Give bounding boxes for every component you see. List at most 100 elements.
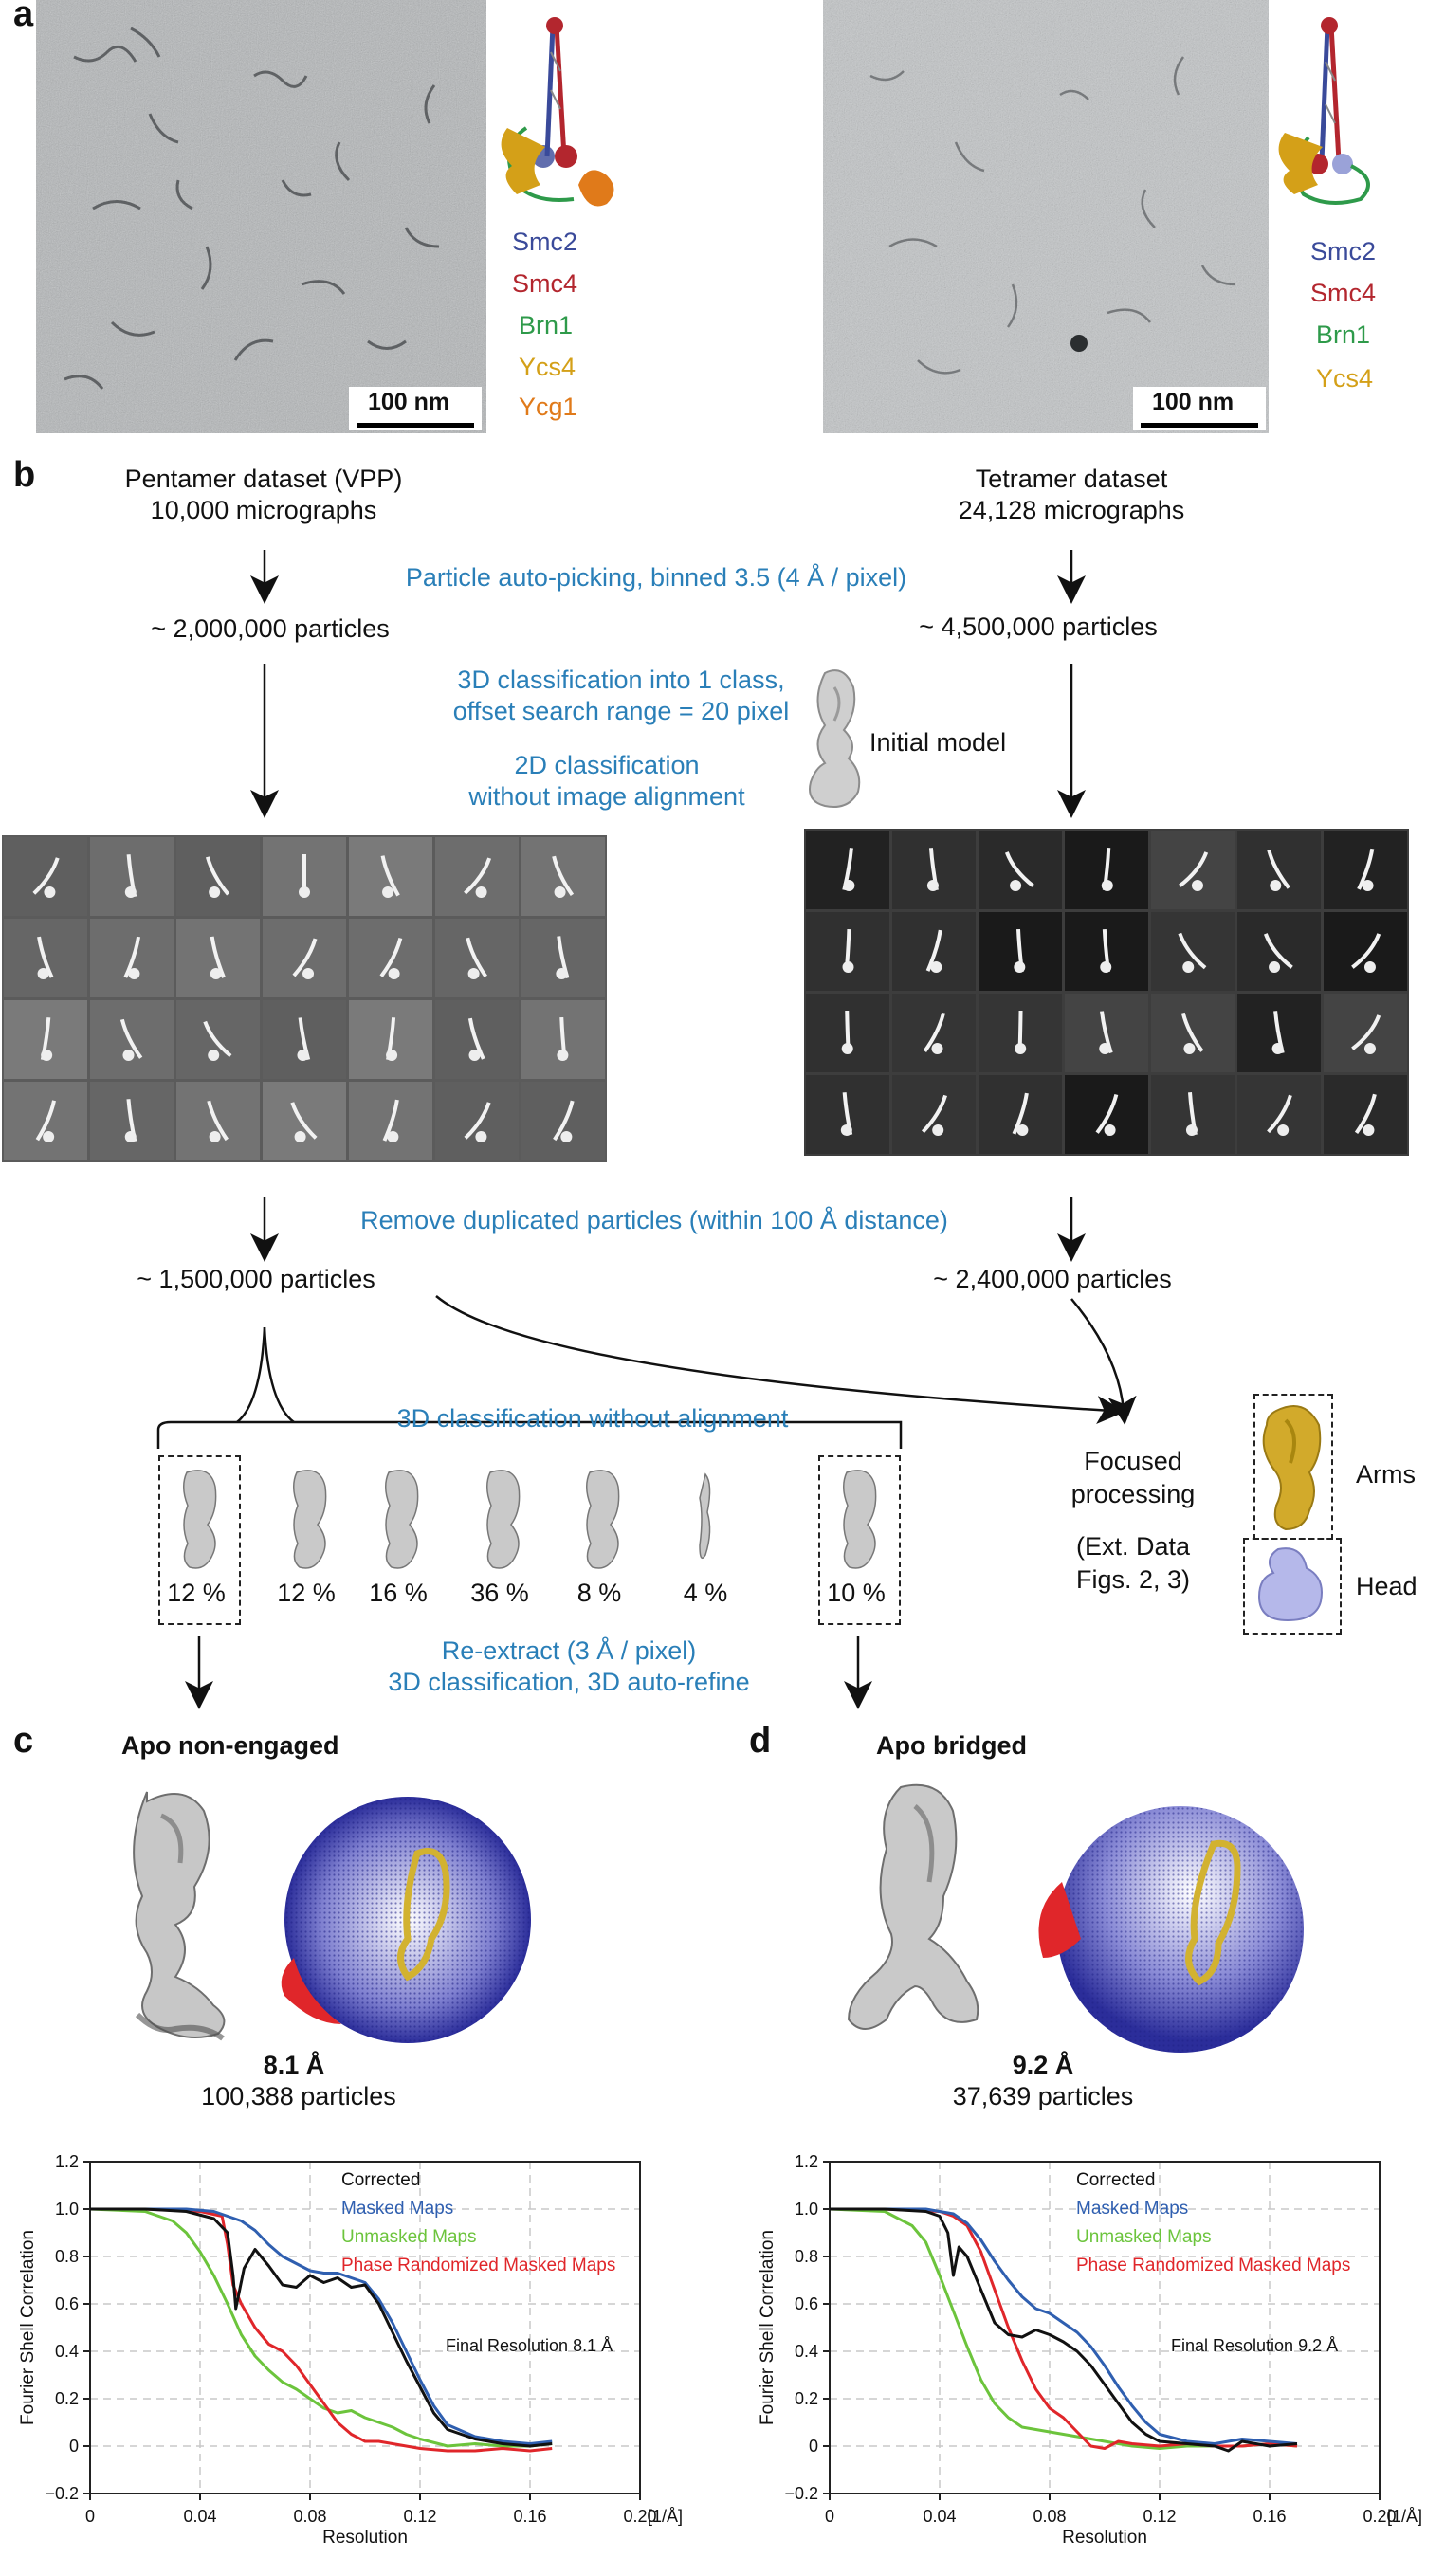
subunit-label: Ycs4 [1316,364,1374,393]
final-resolution-annotation: Final Resolution 9.2 Å [1171,2336,1338,2355]
panel-d-title: Apo bridged [876,1731,1027,1760]
class-average [1324,994,1407,1072]
legend-entry: Masked Maps [1076,2199,1188,2219]
class-average [176,919,260,997]
class-average [263,1082,346,1160]
plot-frame [829,2161,1381,2494]
apo-nonengaged-map [133,1791,226,2041]
class-average [435,919,519,997]
series-line-phase-randomized-masked-maps [90,2207,553,2453]
y-tick-label: 0.2 [795,2389,818,2408]
head-label: Head [1356,1572,1418,1600]
x-tick-label: 0.08 [293,2507,326,2526]
class-average [1237,831,1321,909]
left-dataset-title: Pentamer dataset (VPP) [124,465,403,493]
class-average [1151,1075,1235,1154]
class-average [263,919,346,997]
legend-entry: Unmasked Maps [1076,2227,1212,2247]
micrograph-texture [36,0,486,433]
x-tick-label: 0 [85,2507,95,2526]
legend-entry: Unmasked Maps [341,2227,477,2247]
class-average [979,912,1062,991]
classif3d-line2: offset search range = 20 pixel [452,697,790,725]
class-average [979,831,1062,909]
class-percent: 4 % [683,1579,728,1607]
class-average [1324,831,1407,909]
class-average [263,1000,346,1079]
y-tick-label: 0.6 [795,2294,818,2313]
legend-entry: Phase Randomized Masked Maps [1076,2256,1350,2275]
series-line-corrected [830,2207,1298,2453]
class-average [176,837,260,916]
classif3d-noalign-step: 3D classification without alignment [396,1404,789,1433]
x-tick-label: 0.16 [513,2507,546,2526]
class-average [892,994,976,1072]
reextract-line2: 3D classification, 3D auto-refine [388,1668,750,1696]
class-average [349,1000,432,1079]
class-average [4,1082,87,1160]
class-average [892,912,976,991]
scale-label-right: 100 nm [1152,389,1235,415]
y-tick-label: 1.0 [55,2200,79,2219]
left-dataset-count: 10,000 micrographs [150,496,377,524]
class-percent: 36 % [470,1579,529,1607]
head-map [1257,1547,1323,1622]
y-tick-label: 0 [69,2437,79,2456]
class-average [4,1000,87,1079]
left-particles-after: ~ 1,500,000 particles [137,1265,375,1293]
class-average [263,837,346,916]
series-line-unmasked-maps [89,2207,553,2448]
class-average [806,1075,889,1154]
class-averages-tetramer [804,829,1409,1156]
class-average [1237,994,1321,1072]
angular-distribution-c [281,1797,531,2043]
class-average [806,994,889,1072]
arms-map [1262,1405,1322,1531]
panel-c-resolution: 8.1 Å [263,2051,325,2079]
scale-label-left: 100 nm [368,389,450,415]
subunit-label: Brn1 [519,311,574,339]
class-percent: 8 % [576,1579,622,1607]
subunit-label: Smc2 [512,228,578,256]
y-tick-label: 1.0 [795,2200,818,2219]
y-tick-label: 0.2 [55,2389,79,2408]
final-resolution-annotation: Final Resolution 8.1 Å [446,2336,613,2355]
right-particles-initial: ~ 4,500,000 particles [919,612,1158,641]
class-average [435,1000,519,1079]
class-average [521,1082,605,1160]
x-tick-label: 0 [825,2507,834,2526]
class-average [435,837,519,916]
micrograph-tetramer: 100 nm [823,0,1269,433]
class-average [1065,1075,1148,1154]
class-average [349,837,432,916]
class-average [1151,831,1235,909]
3d-class-map [183,1470,217,1569]
class-average [521,837,605,916]
class-average [90,919,174,997]
class-average [1237,912,1321,991]
right-particles-after: ~ 2,400,000 particles [933,1265,1172,1293]
class-average [979,1075,1062,1154]
y-tick-label: 0.4 [795,2342,818,2361]
y-tick-label: 0 [809,2437,818,2456]
condensin-schematic-pentamer [501,17,614,207]
condensin-schematic-tetramer [1278,17,1370,205]
focused-line4: Figs. 2, 3) [1075,1565,1191,1594]
class-average [521,1000,605,1079]
class-average [1324,1075,1407,1154]
series-line-masked-maps [90,2207,553,2445]
x-tick-label: 0.12 [403,2507,436,2526]
subunit-label: Smc4 [512,269,578,298]
subunit-label: Smc2 [1310,237,1377,265]
autopick-step: Particle auto-picking, binned 3.5 (4 Å /… [405,563,907,592]
y-tick-label: −0.2 [45,2484,79,2503]
class-average [806,912,889,991]
class-percent: 10 % [827,1579,886,1607]
selected-class-box-left [158,1455,241,1625]
class-average [1151,994,1235,1072]
y-tick-label: −0.2 [784,2484,818,2503]
focused-line3: (Ext. Data [1075,1532,1191,1561]
class-averages-pentamer [2,835,607,1162]
y-axis-label: Fourier Shell Correlation [18,2230,38,2425]
